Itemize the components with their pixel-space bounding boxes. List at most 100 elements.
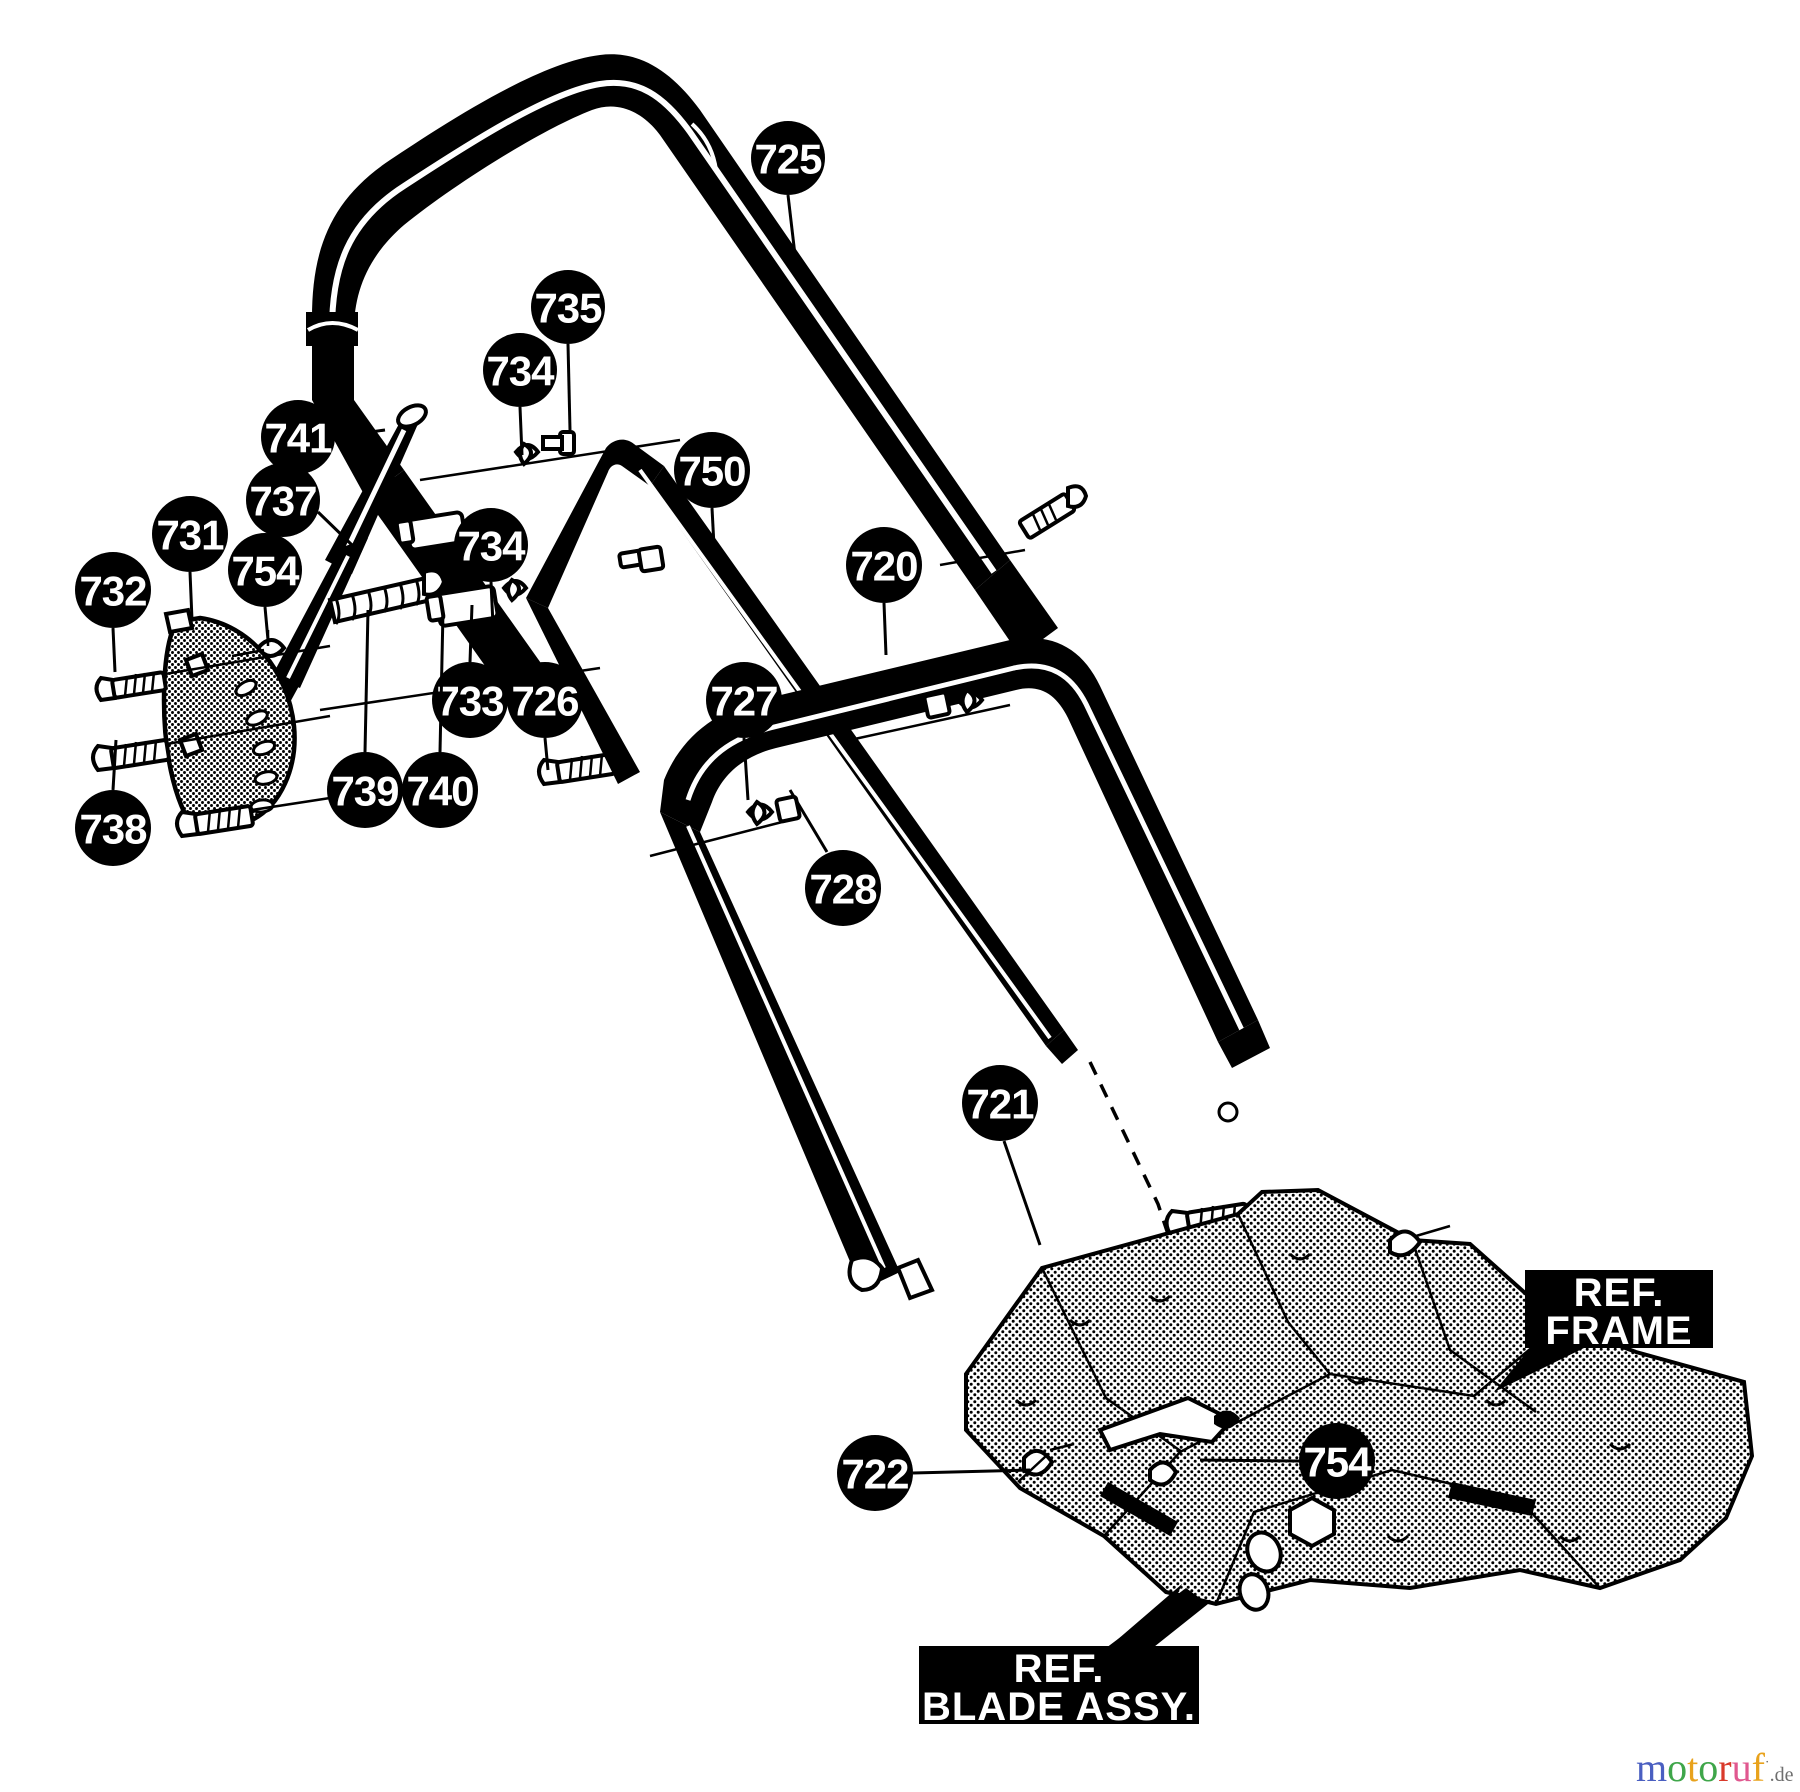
ref-frame: REF.FRAME [1494,1270,1713,1392]
callout-739[interactable]: 739 [327,609,403,828]
ref-blade-assy: REF.BLADE ASSY. [919,1584,1199,1729]
callout-bubble[interactable] [75,552,151,628]
sleeve-733 [424,584,500,628]
ref-label-line: BLADE ASSY. [922,1685,1196,1729]
control-plate-731 [161,607,297,835]
callout-732[interactable]: 732 [75,552,151,673]
callout-bubble[interactable] [805,850,881,926]
callout-bubble[interactable] [75,790,151,866]
callout-leader-line [1199,1458,1300,1463]
ref-pointer [1110,1584,1182,1646]
callout-750[interactable]: 750 [674,432,750,566]
bolt-732 [94,670,168,703]
callout-bubble[interactable] [706,662,782,738]
callout-733[interactable]: 733 [432,604,508,738]
clip-754-upper [231,630,287,658]
callout-754[interactable]: 754 [228,533,302,641]
callout-bubble[interactable] [507,662,583,738]
ref-box [1525,1270,1713,1348]
callout-bubble[interactable] [152,496,228,572]
callout-bubble[interactable] [674,432,750,508]
callout-leader-line [1002,1140,1042,1246]
callout-leader-line [188,571,194,621]
clip-734-middle [501,577,529,603]
callout-number: 739 [331,768,398,815]
callout-726[interactable]: 726 [507,662,583,771]
callout-737[interactable]: 737 [246,463,354,547]
ref-label-line: REF. [1574,1271,1665,1315]
callout-number: 750 [678,448,745,495]
clip-734-upper [513,441,541,467]
watermark-letter: t [1687,1745,1699,1790]
callout-728[interactable]: 728 [788,789,881,926]
watermark-letter: m [1636,1745,1668,1790]
bolt-726 [537,752,617,787]
callout-720[interactable]: 720 [846,527,922,656]
callout-734[interactable]: 734 [483,333,557,456]
callout-734[interactable]: 734 [454,508,528,626]
callout-bubble[interactable] [483,333,557,407]
callout-leader-line [316,510,354,547]
callout-731[interactable]: 731 [152,496,228,621]
callout-740[interactable]: 740 [402,611,478,828]
callout-leader-line [543,737,550,771]
callout-bubble[interactable] [846,527,922,603]
mid-handle-bar-720 [660,637,1258,1290]
ref-label-line: REF. [1014,1647,1105,1691]
bolt-728 [774,794,802,824]
callout-leader-line [468,604,474,663]
callout-bubble[interactable] [837,1435,913,1511]
callout-bubble[interactable] [751,121,825,195]
callout-leader-line [363,609,370,753]
callout-number: 754 [1303,1439,1372,1486]
callout-bubble[interactable] [432,662,508,738]
callout-738[interactable]: 738 [75,739,151,866]
callout-leader-line [566,343,572,431]
watermark-dot: · [1764,1755,1770,1771]
callout-number: 740 [406,768,473,815]
clip-727 [745,799,775,827]
callout-bubble[interactable] [228,533,302,607]
callout-bubble[interactable] [962,1065,1038,1141]
callout-bubble[interactable] [246,463,320,537]
sleeve-upper [394,510,468,552]
callout-leader-line [518,406,524,456]
callout-721[interactable]: 721 [962,1065,1042,1246]
watermark-motoruf-de: motoruf·.de [1636,1744,1793,1791]
callout-leader-line [334,428,386,439]
callout-leader-line [438,611,445,753]
handle-bracket-721 [847,1020,1270,1301]
callout-741[interactable]: 741 [261,400,386,474]
callout-number: 738 [79,806,147,853]
callout-leader-line [710,507,717,566]
bolt-725-right-leg [939,484,1089,567]
ref-pointer [1494,1348,1584,1392]
watermark-letter: o [1698,1745,1719,1790]
callout-754[interactable]: 754 [1199,1423,1375,1499]
callout-735[interactable]: 735 [531,270,605,431]
callout-bubble[interactable] [261,400,335,474]
callout-number: 726 [511,678,578,725]
bolt-738 [91,738,171,773]
callout-number: 722 [841,1451,908,1498]
lower-handle-bar-750 [526,439,1064,1046]
callout-bubble[interactable] [454,508,528,582]
callout-bubble[interactable] [402,752,478,828]
callout-722[interactable]: 722 [837,1435,1031,1511]
callout-bubble[interactable] [531,270,605,344]
ref-box [919,1646,1199,1724]
callout-number: 735 [534,285,602,332]
callout-bubble[interactable] [327,752,403,828]
callout-bubble[interactable] [1299,1423,1375,1499]
callout-727[interactable]: 727 [706,662,782,801]
alignment-dash-line [1088,1061,1202,1331]
callout-leader-line [788,789,829,853]
callout-leader-line [111,739,118,791]
watermark-suffix: .de [1769,1764,1794,1786]
hardware-row-727-728 [649,794,802,858]
watermark-letter: f [1751,1745,1765,1790]
bolt-lower-plate [175,804,255,839]
callout-725[interactable]: 725 [751,121,825,256]
clip-722 [1017,1442,1075,1483]
